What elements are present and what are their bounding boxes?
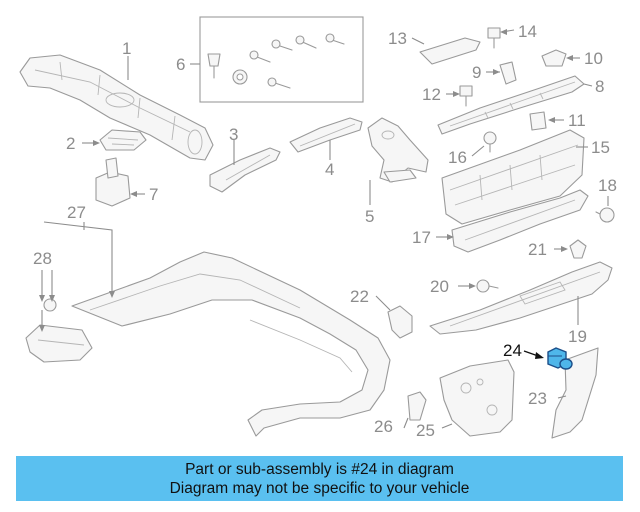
part-9-clip [499,61,517,85]
callout-6: 6 [176,55,185,74]
part-22-hinge [387,305,413,339]
part-6-fastener-kit [199,16,364,103]
part-24-highlighted-bolt[interactable]: 24 [503,341,573,370]
callout-20: 20 [430,277,449,296]
part-11-clip [529,111,547,131]
callout-19: 19 [568,327,587,346]
part-14-bolt [487,27,501,49]
callout-17: 17 [412,228,431,247]
callout-13: 13 [388,29,407,48]
part-10-clip [541,49,567,67]
part-3-trim [209,147,281,193]
banner-line-2: Diagram may not be specific to your vehi… [169,480,470,497]
callout-7: 7 [149,185,158,204]
callout-4: 4 [325,160,334,179]
callout-26: 26 [374,417,393,436]
callout-22: 22 [350,287,369,306]
callout-numbers: 1 2 3 4 5 6 7 8 9 10 11 12 13 14 15 16 1… [33,22,617,440]
part-18-bumper [595,207,615,223]
part-19-bracket [429,261,613,335]
callout-14: 14 [518,22,537,41]
part-16-bolt [483,131,497,153]
callout-leaders [39,29,609,429]
callout-15: 15 [591,138,610,157]
part-20-bolt [476,279,499,293]
part-25-bracket [439,359,515,437]
part-17-panel [451,189,589,253]
callout-5: 5 [365,207,374,226]
callout-1: 1 [122,39,131,58]
part-5-bracket [367,117,429,183]
part-26-bumper [407,391,427,421]
callout-28: 28 [33,249,52,268]
part-8-rail [437,75,585,135]
info-banner: Part or sub-assembly is #24 in diagram D… [16,456,623,501]
part-1-header-rail [19,54,214,161]
parts-diagram: 1 2 3 4 5 6 7 8 9 10 11 12 13 14 15 16 1… [19,16,617,440]
callout-24: 24 [503,341,522,360]
part-7-latch [95,157,131,207]
callout-9: 9 [472,63,481,82]
callout-27: 27 [67,203,86,222]
callout-2: 2 [66,134,75,153]
callout-16: 16 [448,148,467,167]
callout-21: 21 [528,240,547,259]
callout-12: 12 [422,85,441,104]
part-28-latch [25,298,93,363]
banner-line-1: Part or sub-assembly is #24 in diagram [185,461,454,478]
callout-3: 3 [229,125,238,144]
part-27-soft-top [71,251,391,437]
callout-25: 25 [416,421,435,440]
callout-18: 18 [598,176,617,195]
part-12-bolt [459,85,473,107]
callout-11: 11 [568,111,586,130]
part-15-panel [441,129,585,225]
part-13-seal [419,37,481,65]
part-21-clip [569,239,587,259]
part-4-trim [289,117,363,153]
callout-8: 8 [595,77,604,96]
part-2-bracket [99,129,147,151]
callout-23: 23 [528,389,547,408]
callout-10: 10 [584,49,603,68]
